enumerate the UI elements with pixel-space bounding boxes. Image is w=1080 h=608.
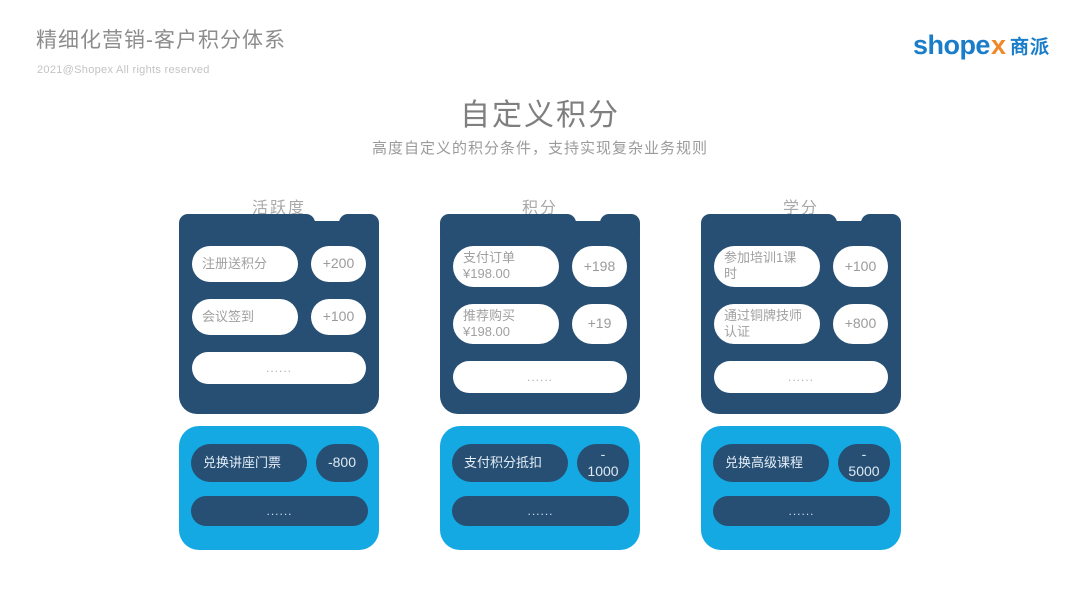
column-title: 积分 <box>521 200 558 217</box>
column-points: 积分 支付订单 ¥198.00 +198 推荐购买 ¥198.00 +19 ..… <box>440 194 640 550</box>
rule-value-pill: +800 <box>833 303 888 344</box>
rule-row: 会议签到 +100 <box>192 299 366 335</box>
rule-value-pill: -800 <box>316 444 368 482</box>
rule-value-pill: +100 <box>833 246 888 287</box>
spend-card: 兑换高级课程 - 5000 ...... <box>701 426 901 550</box>
more-rules-pill: ...... <box>192 352 366 384</box>
rule-value-pill: +100 <box>311 299 366 335</box>
rule-row: 支付积分抵扣 - 1000 <box>452 444 629 482</box>
rule-row: 支付订单 ¥198.00 +198 <box>453 246 627 287</box>
rule-row: 通过铜牌技师 认证 +800 <box>714 303 888 344</box>
logo-text-cn: 商派 <box>1009 37 1050 58</box>
page-title: 精细化营销-客户积分体系 <box>36 29 286 52</box>
section-subheading: 高度自定义的积分条件，支持实现复杂业务规则 <box>371 140 708 157</box>
column-credits: 学分 参加培训1课 时 +100 通过铜牌技师 认证 +800 ...... 兑… <box>701 194 901 550</box>
rule-row: 参加培训1课 时 +100 <box>714 246 888 287</box>
more-rules-pill: ...... <box>714 361 888 393</box>
column-title: 学分 <box>782 200 819 217</box>
rule-label-pill: 会议签到 <box>192 299 298 335</box>
logo-x-icon: x <box>990 30 1006 60</box>
rule-value-pill: +19 <box>572 303 627 344</box>
rule-label-pill: 兑换高级课程 <box>713 444 829 482</box>
rule-value-pill: - 5000 <box>838 444 890 482</box>
rule-value-pill: +200 <box>311 246 366 282</box>
section-heading: 自定义积分 <box>460 99 620 132</box>
logo-text-latin: shope <box>912 30 991 60</box>
rule-row: 兑换讲座门票 -800 <box>191 444 368 482</box>
spend-card: 兑换讲座门票 -800 ...... <box>179 426 379 550</box>
earn-card: 注册送积分 +200 会议签到 +100 ...... <box>179 214 379 414</box>
rule-row: 注册送积分 +200 <box>192 246 366 282</box>
rule-row: 推荐购买 ¥198.00 +19 <box>453 303 627 344</box>
rule-label-pill: 通过铜牌技师 认证 <box>714 303 820 344</box>
earn-card: 参加培训1课 时 +100 通过铜牌技师 认证 +800 ...... <box>701 214 901 414</box>
rule-value-pill: +198 <box>572 246 627 287</box>
points-columns: 活跃度 注册送积分 +200 会议签到 +100 ...... 兑换讲座门票 -… <box>0 194 1080 550</box>
rule-label-pill: 注册送积分 <box>192 246 298 282</box>
rule-label-pill: 支付积分抵扣 <box>452 444 568 482</box>
earn-card: 支付订单 ¥198.00 +198 推荐购买 ¥198.00 +19 .....… <box>440 214 640 414</box>
more-rules-pill: ...... <box>453 361 627 393</box>
rule-row: 兑换高级课程 - 5000 <box>713 444 890 482</box>
more-rules-pill: ...... <box>713 496 890 526</box>
more-rules-pill: ...... <box>191 496 368 526</box>
rule-label-pill: 参加培训1课 时 <box>714 246 820 287</box>
more-rules-pill: ...... <box>452 496 629 526</box>
rule-label-pill: 支付订单 ¥198.00 <box>453 246 559 287</box>
copyright-text: 2021@Shopex All rights reserved <box>37 64 210 76</box>
rule-label-pill: 推荐购买 ¥198.00 <box>453 303 559 344</box>
rule-value-pill: - 1000 <box>577 444 629 482</box>
rule-label-pill: 兑换讲座门票 <box>191 444 307 482</box>
column-activity: 活跃度 注册送积分 +200 会议签到 +100 ...... 兑换讲座门票 -… <box>179 194 379 550</box>
spend-card: 支付积分抵扣 - 1000 ...... <box>440 426 640 550</box>
column-title: 活跃度 <box>251 200 306 217</box>
brand-logo: shope x 商派 <box>913 30 1050 61</box>
